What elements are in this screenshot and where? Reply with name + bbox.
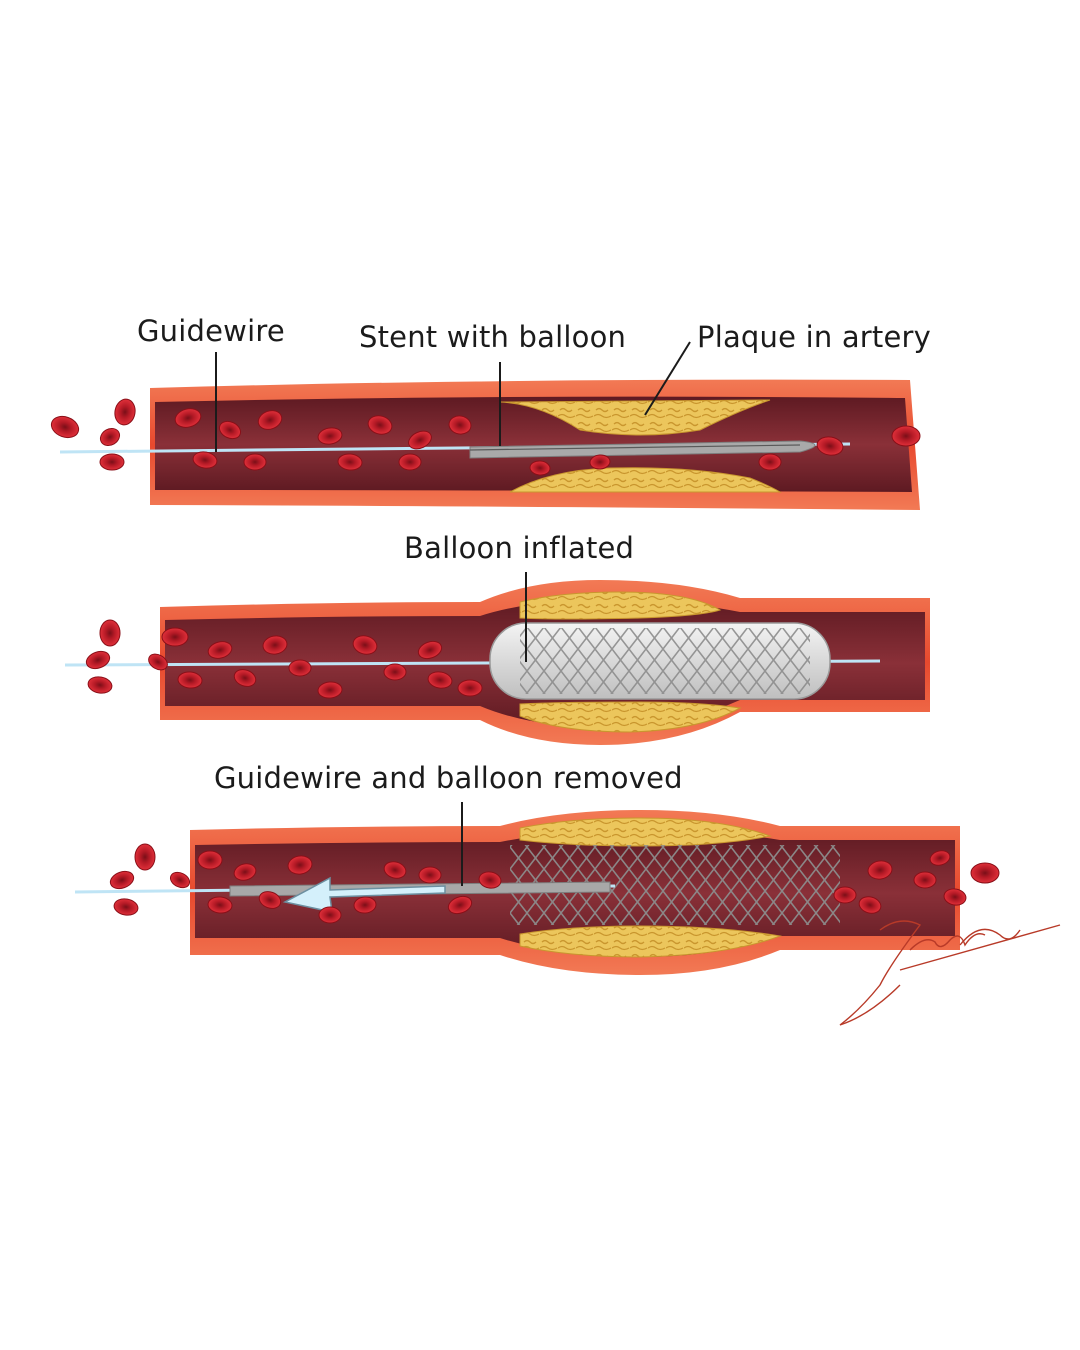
label-balloon-inflated: Balloon inflated (404, 531, 635, 565)
red-blood-cell (337, 453, 363, 471)
red-blood-cell (529, 460, 551, 476)
red-blood-cell (352, 635, 378, 655)
blood-cells (50, 398, 1000, 924)
red-blood-cell (262, 635, 288, 655)
stent-mesh-2 (520, 628, 810, 694)
red-blood-cell (161, 627, 189, 647)
red-blood-cell (99, 453, 125, 471)
red-blood-cell (174, 408, 202, 428)
red-blood-cell (318, 906, 342, 924)
red-blood-cell (148, 653, 168, 671)
red-blood-cell (943, 888, 967, 906)
red-blood-cell (288, 659, 312, 677)
leader-plaque-in-artery (644, 341, 691, 416)
label-guidewire-and-balloon-removed: Guidewire and balloon removed (214, 761, 683, 795)
red-blood-cell (207, 896, 233, 914)
red-blood-cell (448, 415, 472, 435)
plaque-bottom-1 (509, 467, 782, 493)
red-blood-cell (417, 640, 443, 660)
red-blood-cell (85, 650, 111, 670)
red-blood-cell (447, 895, 473, 915)
red-blood-cell (257, 410, 283, 430)
red-blood-cell (427, 671, 453, 689)
red-blood-cell (418, 866, 442, 884)
red-blood-cell (867, 860, 893, 880)
red-blood-cell (858, 896, 882, 914)
removal-arrow (282, 876, 446, 913)
leader-lines (215, 341, 691, 886)
red-blood-cell (891, 425, 921, 447)
red-blood-cell (816, 436, 844, 456)
red-blood-cell (317, 427, 343, 445)
label-guidewire: Guidewire (137, 314, 285, 348)
red-blood-cell (929, 850, 951, 866)
stent-catheter-1 (469, 440, 816, 459)
red-blood-cell (353, 896, 377, 914)
red-blood-cell (913, 871, 937, 889)
artery-panel-2 (64, 580, 930, 745)
red-blood-cell (457, 679, 483, 697)
red-blood-cell (192, 451, 218, 469)
red-blood-cell (478, 871, 502, 889)
red-blood-cell (113, 898, 139, 916)
red-blood-cell (109, 870, 135, 890)
red-blood-cell (970, 862, 1000, 884)
red-blood-cell (169, 871, 191, 889)
red-blood-cell (287, 855, 313, 875)
red-blood-cell (233, 863, 257, 881)
label-stent-with-balloon: Stent with balloon (359, 320, 627, 354)
red-blood-cell (87, 676, 113, 694)
plaque-top-2 (519, 591, 722, 620)
red-blood-cell (833, 886, 857, 904)
red-blood-cell (317, 681, 343, 699)
plaque-top-1 (499, 399, 771, 436)
red-blood-cell (99, 427, 121, 447)
red-blood-cell (383, 861, 407, 879)
red-blood-cell (218, 420, 242, 440)
red-blood-cell (50, 415, 80, 439)
red-blood-cell (367, 415, 393, 435)
artery-panel-1 (59, 379, 920, 510)
plaque-bottom-2 (519, 701, 742, 733)
plaque-bottom-3 (519, 925, 782, 958)
red-blood-cell (134, 843, 156, 871)
artery-panel-3 (74, 810, 960, 975)
label-plaque-in-artery: Plaque in artery (697, 320, 932, 354)
red-blood-cell (758, 453, 782, 471)
red-blood-cell (114, 398, 136, 426)
red-blood-cell (233, 669, 257, 687)
red-blood-cell (398, 453, 422, 471)
red-blood-cell (99, 619, 121, 647)
red-blood-cell (383, 663, 407, 681)
red-blood-cell (197, 850, 223, 870)
red-blood-cell (408, 430, 432, 450)
red-blood-cell (177, 671, 203, 689)
red-blood-cell (243, 453, 267, 471)
red-blood-cell (258, 891, 282, 909)
red-blood-cell (589, 454, 611, 470)
red-blood-cell (207, 641, 233, 659)
artist-signature (839, 920, 1061, 1026)
